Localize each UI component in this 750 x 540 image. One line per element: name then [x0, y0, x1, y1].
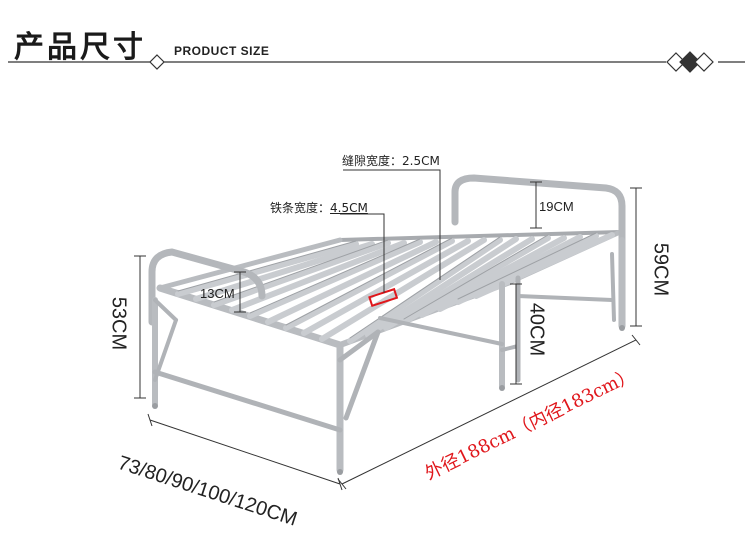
- page-subtitle: PRODUCT SIZE: [174, 44, 270, 58]
- foot-height-label: 13CM: [200, 286, 235, 301]
- gap-width-label: 缝隙宽度：2.5CM: [342, 154, 440, 168]
- strip-width-caption: 铁条宽度：: [270, 201, 331, 215]
- page-title: 产品尺寸: [14, 30, 146, 65]
- diamond-ornament-left-icon: [149, 54, 165, 70]
- strip-highlight-box: [368, 287, 399, 308]
- diamond-ornament-right-icon: [666, 51, 714, 73]
- side-height-label: 53CM: [107, 296, 130, 351]
- leg-height-label: 40CM: [525, 302, 548, 357]
- strip-width-label: 铁条宽度：4.5CM: [270, 199, 368, 216]
- head-height-label: 19CM: [539, 199, 574, 214]
- bed-frame: [148, 174, 626, 475]
- strip-width-value: 4.5CM: [330, 201, 368, 215]
- dimension-lines: [134, 169, 642, 491]
- total-height-label: 59CM: [649, 242, 672, 297]
